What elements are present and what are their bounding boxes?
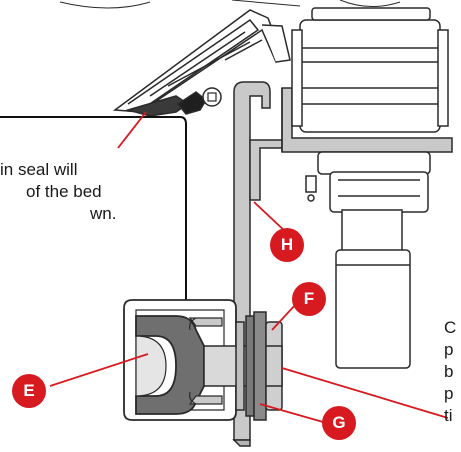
callout-f: F xyxy=(292,282,326,316)
right-description-line-4: p xyxy=(444,384,454,403)
right-description-line-1: C xyxy=(444,318,457,337)
cover-seal-clip xyxy=(125,87,222,117)
leader-e xyxy=(49,353,149,387)
right-description-line-5: ti xyxy=(444,406,453,425)
right-description-line-2: p xyxy=(444,340,454,359)
seal-description-line-1: in seal will xyxy=(0,160,78,179)
leader-seal xyxy=(117,111,147,149)
top-edge-sketch xyxy=(59,0,401,9)
leader-g xyxy=(259,403,331,425)
leader-lines xyxy=(49,111,449,425)
seal-description-line-3: wn. xyxy=(90,204,117,223)
seal-description-line-2: of the bed xyxy=(26,182,102,201)
bumper-housing xyxy=(123,299,237,421)
bolt-assembly xyxy=(203,311,283,421)
callout-h: H xyxy=(270,228,304,262)
leader-f xyxy=(271,303,297,331)
hinged-cover xyxy=(112,9,291,113)
callout-e: E xyxy=(12,374,46,408)
lower-cylinder xyxy=(335,209,411,369)
rail-bracket xyxy=(305,151,431,213)
callout-g: G xyxy=(322,406,356,440)
right-description-line-3: b xyxy=(444,362,454,381)
leader-right xyxy=(281,367,449,419)
bed-outline xyxy=(0,116,187,300)
motor-body xyxy=(291,7,449,133)
